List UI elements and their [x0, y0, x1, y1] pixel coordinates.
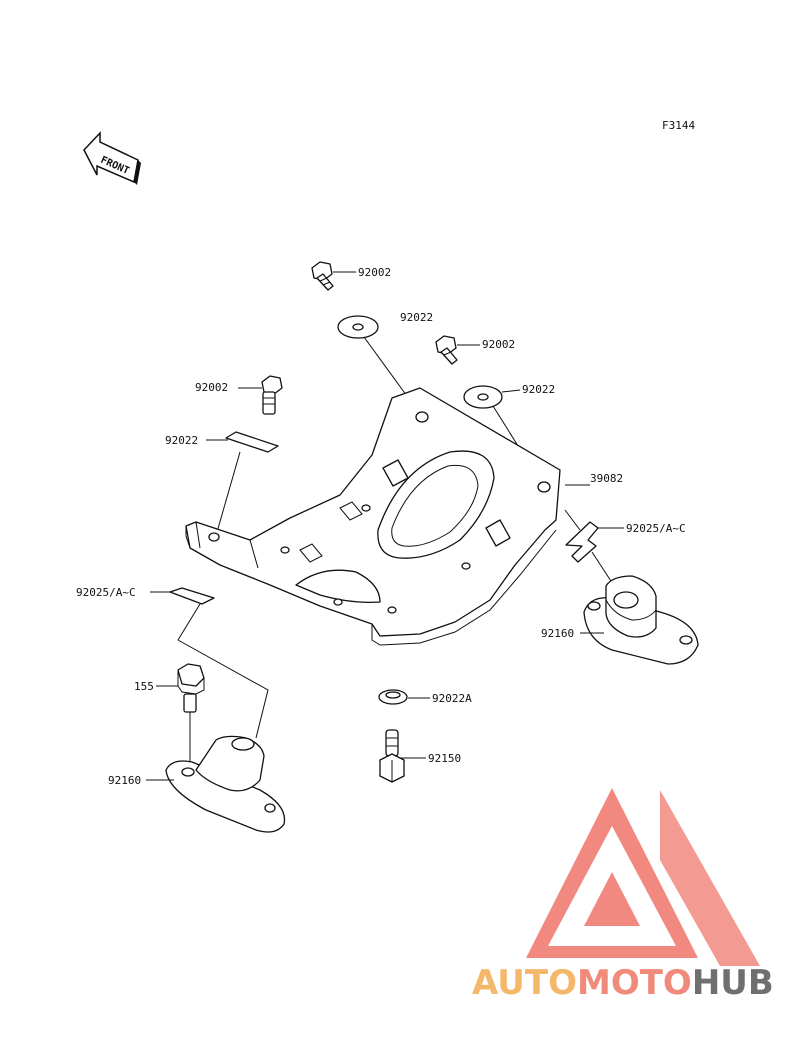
bolt-top-2 [435, 335, 480, 365]
bolt-155 [156, 663, 205, 764]
engine-mount-left [146, 735, 286, 833]
label-washer-center: 92022A [432, 692, 472, 705]
label-bolt-top-1: 92002 [358, 266, 391, 279]
front-arrow-icon: FRONT [83, 131, 141, 185]
label-washer-left: 92022 [165, 434, 198, 447]
engine-mount-right [580, 575, 699, 665]
watermark-auto: AUTO [472, 963, 577, 1003]
watermark-hub: HUB [692, 963, 774, 1003]
watermark-text: AUTOMOTOHUB [472, 963, 774, 1003]
label-clip-right: 92025/A~C [626, 522, 686, 535]
figure-code: F3144 [662, 119, 695, 132]
label-clip-left: 92025/A~C [76, 586, 136, 599]
watermark-moto: MOTO [577, 963, 692, 1003]
label-bracket: 39082 [590, 472, 623, 485]
label-washer-top-2: 92022 [522, 383, 555, 396]
washer-top-1 [337, 315, 421, 415]
label-bolt-155: 155 [134, 680, 154, 693]
mounting-bracket [185, 387, 590, 646]
label-mount-right: 92160 [541, 627, 574, 640]
bolt-top-1 [311, 261, 356, 291]
label-bolt-left: 92002 [195, 381, 228, 394]
label-stud-center: 92150 [428, 752, 461, 765]
washer-center [378, 689, 430, 705]
bolt-left [238, 375, 283, 415]
label-mount-left: 92160 [108, 774, 141, 787]
washer-left [206, 431, 279, 533]
label-washer-top-1: 92022 [400, 311, 433, 324]
watermark-logo [526, 788, 760, 966]
label-bolt-top-2: 92002 [482, 338, 515, 351]
stud-center [379, 729, 426, 783]
clip-left [150, 587, 215, 641]
